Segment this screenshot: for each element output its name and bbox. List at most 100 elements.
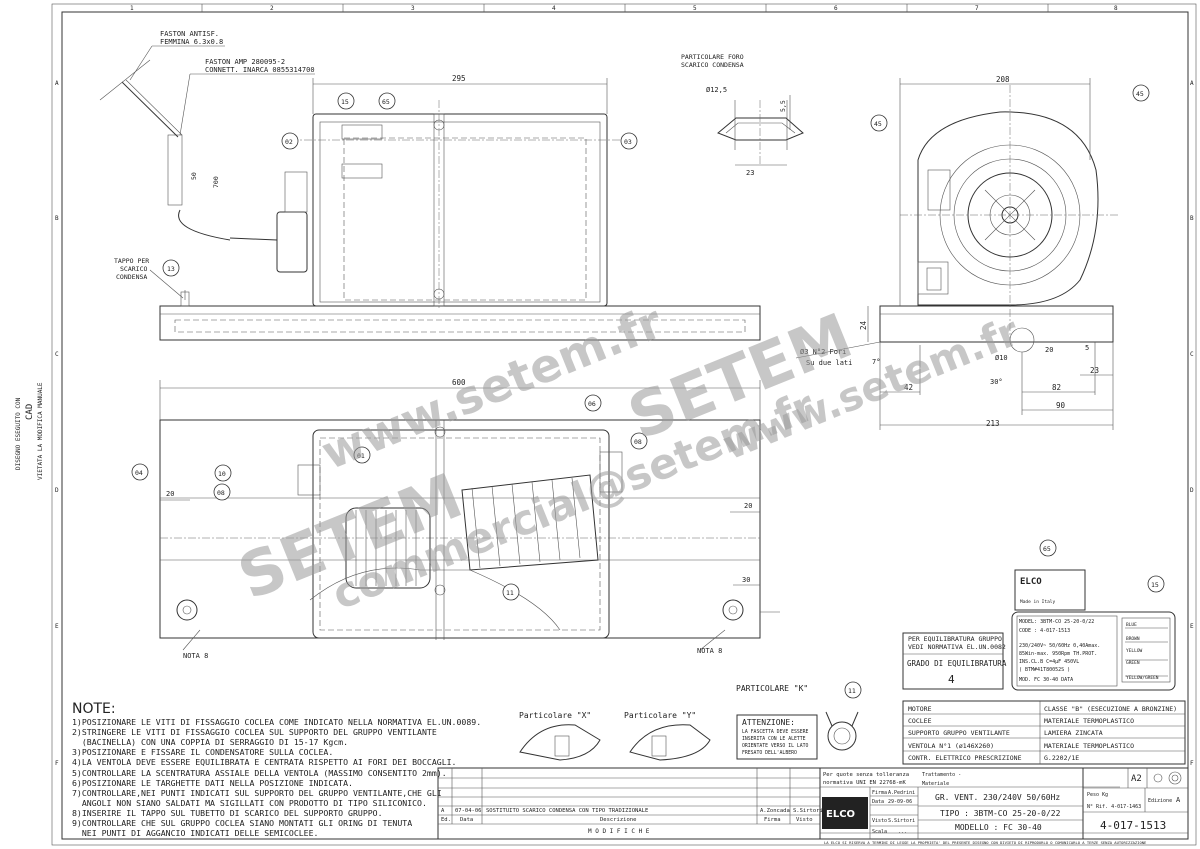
tb-title3: MODELLO : FC 30-40 (955, 823, 1042, 832)
notes-block: NOTE: 1)POSIZIONARE LE VITI DI FISSAGGIO… (72, 701, 512, 839)
row-label: B (55, 215, 59, 222)
note-item: NEI PUNTI DI AGGANCIO INDICATI DELLE SEM… (72, 828, 319, 839)
elco-logo: ELCO (826, 809, 855, 820)
svg-text:VIETATA LA MODIFICA MANUALE: VIETATA LA MODIFICA MANUALE (37, 382, 44, 480)
dim-7deg: 7° (872, 358, 880, 366)
attenzione-title: ATTENZIONE: (742, 718, 795, 727)
attenzione-line: FRESATO DELL'ALBERO (742, 750, 797, 756)
label-15-line: INS.CL.B C=4μF 450VL (1019, 659, 1079, 665)
material-part: CONTR. ELETTRICO PRESCRIZIONE (908, 754, 1022, 762)
side-view (795, 78, 1120, 430)
bubble-08: 08 (217, 489, 225, 497)
attenzione-line: LA FASCETTA DEVE ESSERE (742, 729, 809, 735)
note-item: 5)CONTROLLARE LA SCENTRATURA ASSIALE DEL… (72, 767, 447, 778)
svg-text:CAD: CAD (25, 404, 35, 420)
notes-title: NOTE: (72, 701, 116, 717)
dim-55: 5,5 (779, 100, 787, 112)
label-15-line: CODE : 4-017-1513 (1019, 628, 1070, 634)
title-block (437, 767, 1189, 840)
dim-208: 208 (996, 75, 1010, 84)
wire-label: GREEN (1126, 660, 1140, 666)
label-65-made: Made in Italy (1020, 599, 1056, 605)
wire-label: BLUE (1126, 622, 1137, 628)
svg-text:www.setem.fr: www.setem.fr (314, 294, 670, 480)
particolare-foro-title: PARTICOLARE FORO (681, 53, 744, 61)
bubble-13: 11 (848, 687, 856, 695)
svg-text:DISEGNO ESEGUITO CON: DISEGNO ESEGUITO CON (15, 397, 22, 470)
dim-30: 30 (742, 576, 750, 584)
col-label: 8 (1114, 5, 1118, 12)
note-item: 6)POSIZIONARE LE TARGHETTE DATI NELLA PO… (72, 777, 353, 788)
row-label: F (55, 760, 59, 767)
row-label: D (1190, 487, 1194, 494)
bubble-11: 13 (167, 265, 175, 273)
fori-text: Ø3 N°2 Fori (800, 348, 846, 356)
tolerance-note: Per quote senza tolleranza (823, 772, 909, 778)
col-label: 4 (552, 5, 556, 12)
label-15-line: MOD. FC 30-40 DATA (1019, 677, 1073, 683)
row-label: D (55, 487, 59, 494)
faston-amp-text: CONNETT. INARCA 0855314700 (205, 66, 315, 74)
tb-firma-value: A.Pedrini (888, 790, 915, 796)
dim-5: 5 (1085, 344, 1089, 352)
row-index: A B C D E F A B C D E F (55, 80, 1194, 767)
tappo-text: CONDENSA (116, 273, 147, 281)
label-15-line: ( BTM#41T80052S ) (1019, 667, 1070, 673)
particolare-y-title: Particolare "Y" (624, 711, 696, 720)
dim-20b: 20 (744, 502, 752, 510)
material-value: MATERIALE TERMOPLASTICO (1044, 717, 1134, 725)
material-value: G.2202/1E (1044, 754, 1079, 762)
faston-antisf-text: FEMMINA 6.3x0.8 (160, 38, 223, 46)
row-label: B (1190, 215, 1194, 222)
nota8-left: NOTA 8 (183, 652, 208, 660)
dim-600: 600 (452, 378, 466, 387)
bubble-45: 45 (1136, 90, 1144, 98)
dim-213: 213 (986, 419, 1000, 428)
label-15-line: MODEL: 3BTM-CO 25-20-0/22 (1019, 619, 1094, 625)
row-label: C (55, 351, 59, 358)
tb-data-label: Data (872, 799, 884, 805)
dim-24: 24 (859, 320, 868, 330)
bubble-65: 65 (1043, 545, 1051, 553)
rev-header: Ed. (441, 817, 451, 823)
attenzione-line: INSERITA CON LE ALETTE (742, 736, 806, 742)
note-item: 7)CONTROLLARE,NEI PUNTI INDICATI SUL SUP… (72, 787, 442, 798)
dim-d10: Ø10 (995, 354, 1008, 362)
tb-peso: Peso Kg (1087, 792, 1108, 798)
bubble-15: 15 (341, 98, 349, 106)
particolare-k-detail (825, 711, 859, 751)
bubble-15: 15 (1151, 581, 1159, 589)
row-label: A (1190, 80, 1194, 87)
tb-materiale: Materiale (922, 781, 949, 787)
rev-date: 07-04-06 (455, 808, 482, 814)
bubble-08: 08 (634, 438, 642, 446)
tb-firma-label: Firma (872, 790, 887, 796)
rev-header: Firma (764, 817, 781, 823)
col-label: 6 (834, 5, 838, 12)
note-item: 2)STRINGERE LE VITI DI FISSAGGIO COCLEA … (72, 727, 437, 738)
bubble-10: 10 (218, 470, 226, 478)
dim-23b: 23 (1090, 366, 1099, 375)
rev-header: Visto (796, 817, 813, 823)
faston-amp-text: FASTON AMP 280095-2 (205, 58, 285, 66)
attenzione-line: ORIENTATE VERSO IL LATO (742, 743, 809, 749)
row-label: E (55, 623, 59, 630)
tb-drawing-code: 4-017-1513 (1100, 819, 1166, 832)
equilibratura-text: PER EQUILIBRATURA GRUPPO (908, 635, 1002, 643)
plan-view (159, 380, 780, 651)
bubble-65: 65 (382, 98, 390, 106)
note-item: 9)CONTROLLARE CHE SUL GRUPPO COCLEA SIAN… (72, 818, 413, 829)
particolare-foro-title: SCARICO CONDENSA (681, 61, 744, 69)
note-item: 1)POSIZIONARE LE VITI DI FISSAGGIO COCLE… (72, 717, 482, 728)
equilibratura-grade-value: 4 (948, 673, 955, 686)
label-15 (1011, 611, 1176, 691)
dim-42: 42 (904, 383, 913, 392)
tb-visto-value: S.Sirtori (888, 818, 915, 824)
attenzione-box (736, 714, 818, 760)
material-part: SUPPORTO GRUPPO VENTILANTE (908, 729, 1010, 737)
tb-scala-value: ... (898, 829, 907, 835)
dim-700: 700 (212, 176, 220, 188)
material-part: VENTOLA N°1 (ø146X260) (908, 742, 994, 750)
bubble-04: 04 (135, 469, 143, 477)
